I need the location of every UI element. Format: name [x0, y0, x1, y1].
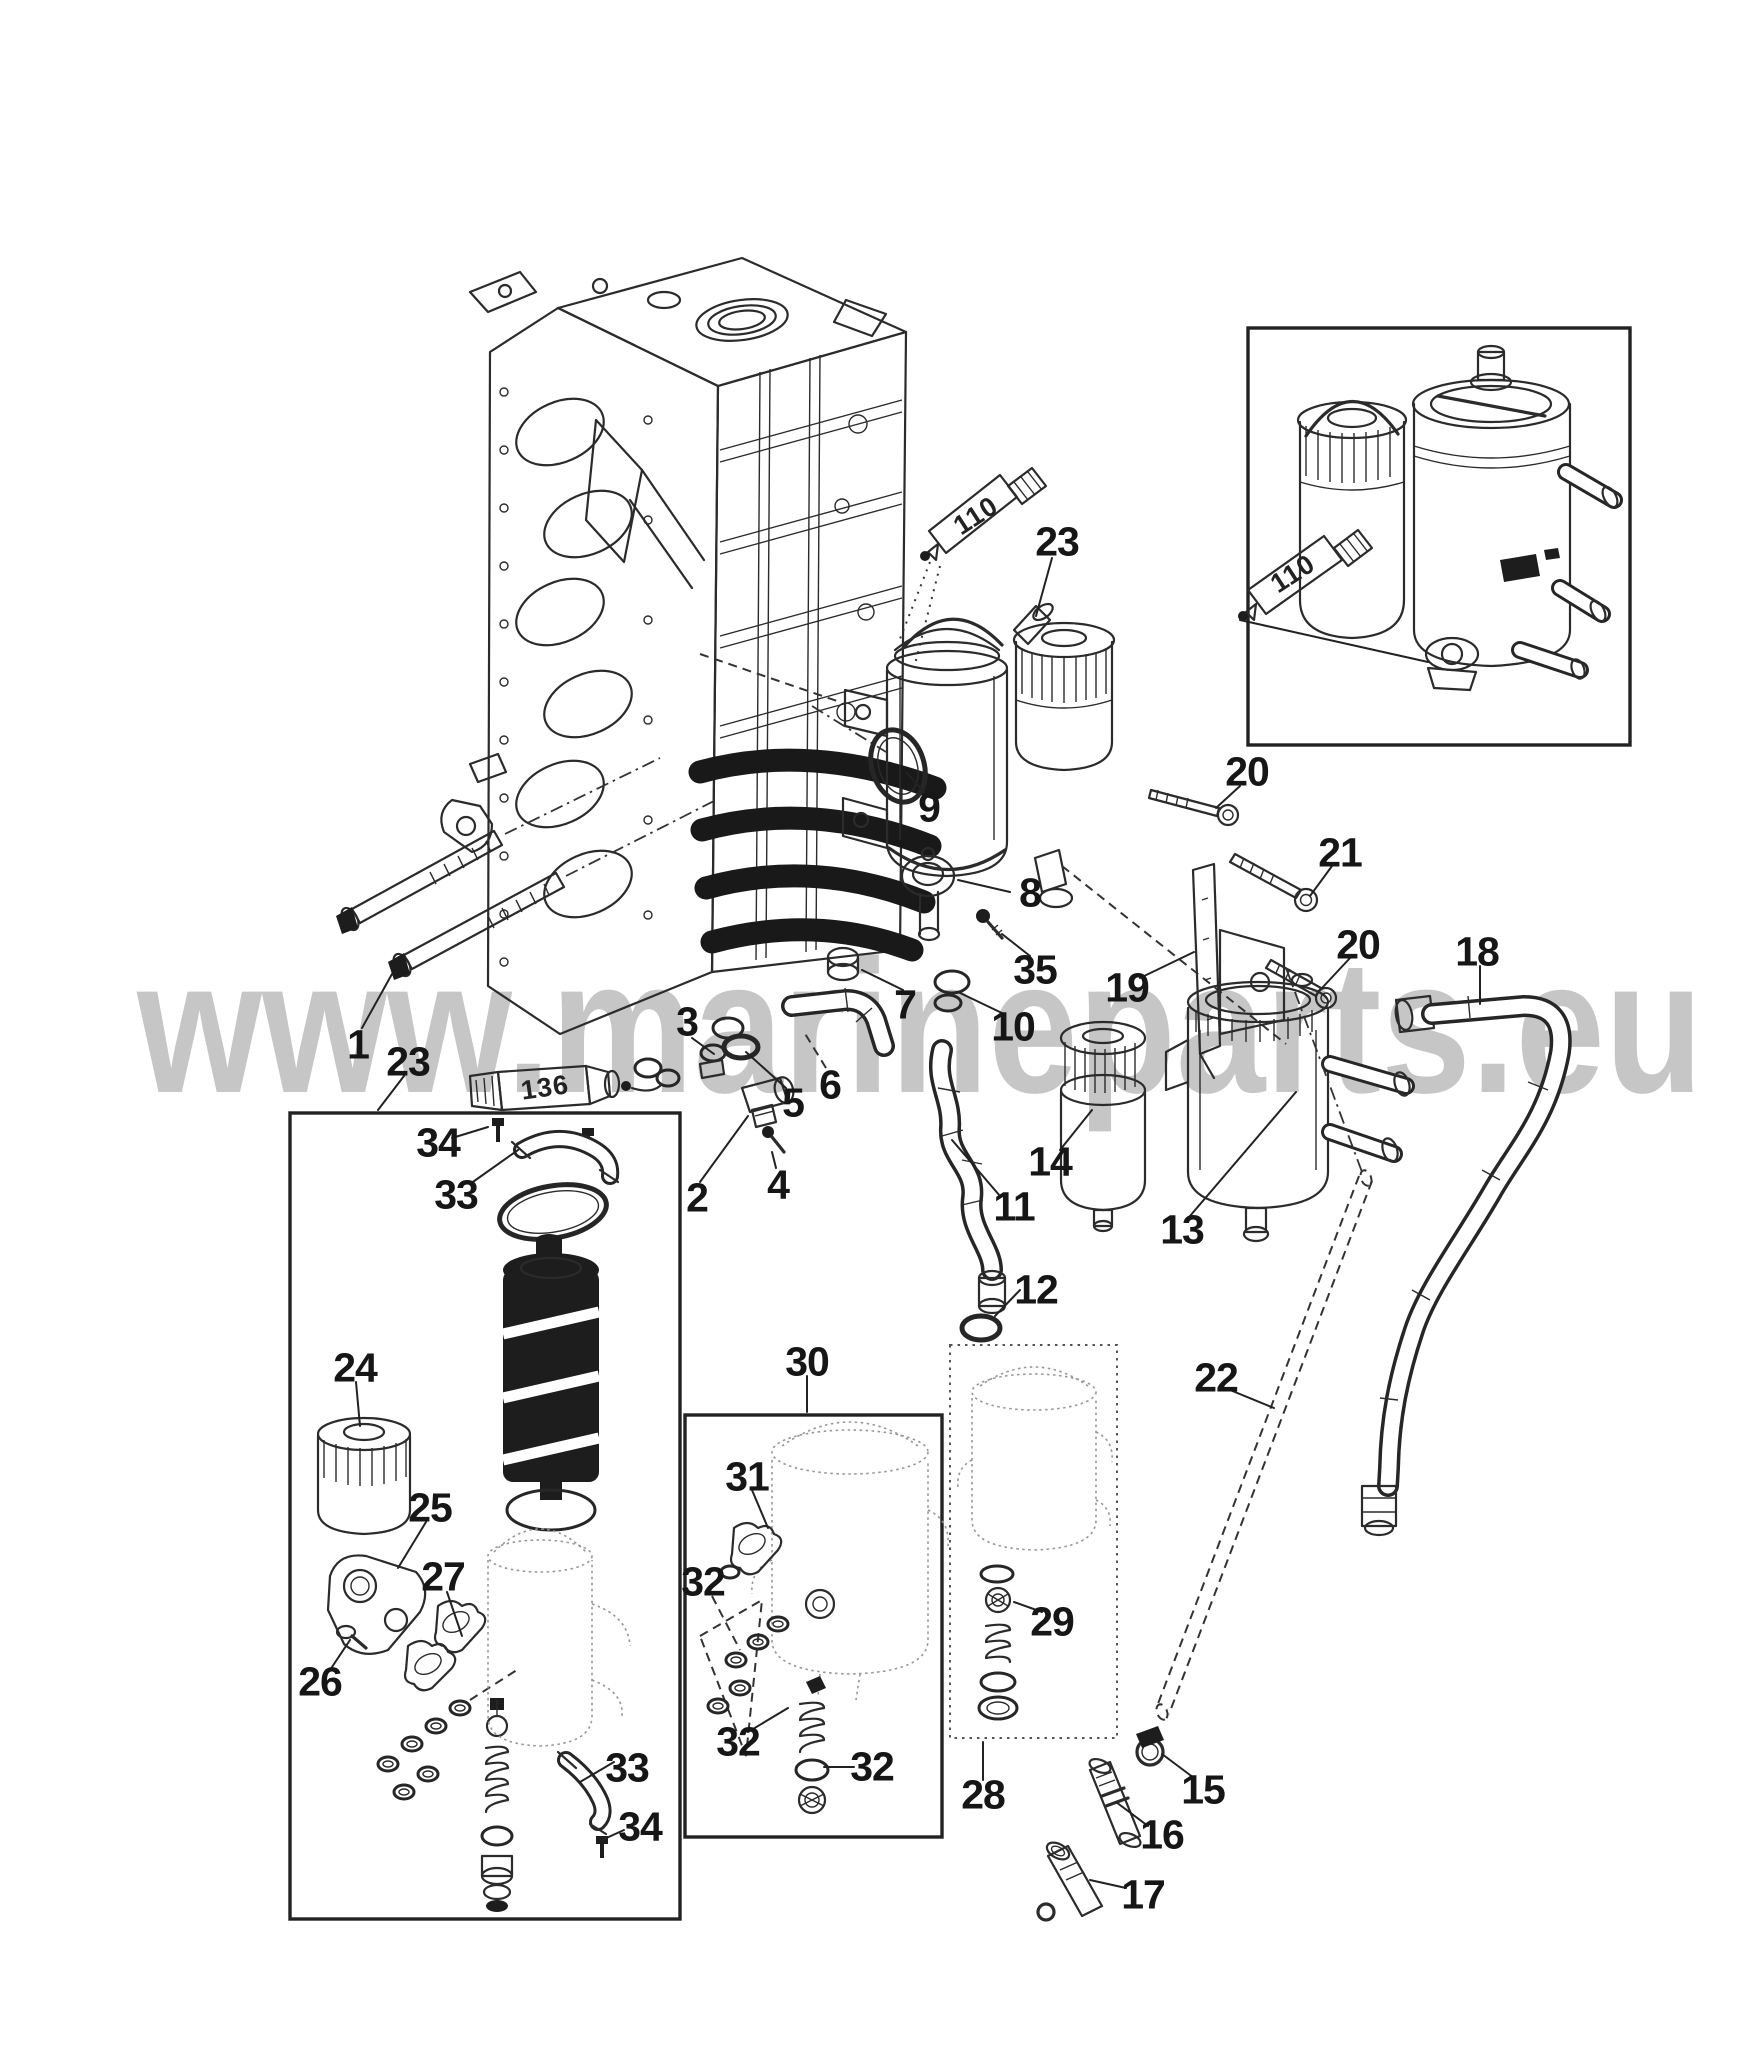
callout-25-26: 25: [408, 1484, 453, 1531]
fitting-12: [977, 1269, 1007, 1315]
valve-stack-center-box: [794, 1588, 836, 1815]
callout-32-34: 32: [716, 1718, 761, 1765]
separator-canister: [841, 602, 1074, 909]
fuel-hose-18: [1360, 994, 1572, 1537]
callout-11-10: 11: [993, 1183, 1035, 1230]
callout-12-11: 12: [1014, 1266, 1059, 1313]
callout-34-38: 34: [416, 1119, 461, 1166]
detail-box-30: [683, 1413, 949, 1839]
grommets-32: [698, 1598, 790, 1757]
callout-22-22: 22: [1194, 1354, 1239, 1401]
o-rings-10: [933, 969, 971, 1013]
ghost-canister-dashed-box: [956, 1366, 1113, 1551]
ghost-canister-left-box: [487, 1528, 631, 1747]
callout-35-40: 35: [1013, 946, 1058, 993]
callout-31-32: 31: [725, 1453, 770, 1500]
engine-block: [440, 256, 947, 1036]
callout-15-14: 15: [1181, 1766, 1226, 1813]
callout-4-3: 4: [767, 1161, 790, 1208]
callout-1-0: 1: [347, 1021, 370, 1068]
callout-3-2: 3: [676, 998, 699, 1045]
callout-13-12: 13: [1160, 1206, 1205, 1253]
callout-2-1: 2: [686, 1174, 709, 1221]
leader-lines: [329, 557, 1481, 1889]
callout-17-16: 17: [1121, 1871, 1166, 1918]
callout-20-19: 20: [1225, 748, 1270, 795]
fuel-filter-canister-13: [1164, 972, 1415, 1243]
o-ring-9: [868, 727, 928, 805]
callout-16-15: 16: [1140, 1811, 1185, 1858]
filter-element-dark: [501, 1234, 601, 1500]
o-ring-12: [959, 1313, 1003, 1343]
callout-23-24: 23: [386, 1038, 431, 1085]
callout-30-31: 30: [785, 1338, 830, 1385]
small-filter-canister: [1012, 621, 1116, 772]
callout-34-39: 34: [618, 1803, 663, 1850]
poppet-valve-8: [900, 846, 956, 942]
callout-33-37: 33: [605, 1744, 650, 1791]
callout-5-4: 5: [782, 1079, 805, 1126]
oil-filter-24: [316, 1416, 412, 1536]
bolt-26: [335, 1624, 368, 1650]
callout-23-23: 23: [1035, 518, 1080, 565]
filter-adapter-25: [326, 1554, 427, 1655]
bolt-20-top: [1147, 788, 1240, 827]
check-valve-29: [984, 1586, 1012, 1614]
screw-35: [976, 909, 1004, 940]
callout-19-18: 19: [1105, 964, 1150, 1011]
sealant-tube-136: [468, 1057, 681, 1112]
hose-clamp-15: [1135, 1726, 1165, 1767]
callout-7-6: 7: [894, 981, 917, 1028]
callout-20-20: 20: [1336, 921, 1381, 968]
fuel-tube-22: [1155, 967, 1373, 1721]
dashed-box-28: [949, 1344, 1118, 1739]
bolt-21: [1228, 852, 1319, 913]
bolt-20-right: [1264, 958, 1338, 1010]
callout-32-35: 32: [850, 1743, 895, 1790]
callout-26-27: 26: [298, 1658, 343, 1705]
fitting-2: [740, 1076, 795, 1129]
callout-14-13: 14: [1028, 1138, 1073, 1185]
grommets-cluster: [376, 1667, 521, 1801]
inset-box-assembled: [1238, 326, 1632, 747]
filter-element-14: [1059, 1020, 1147, 1233]
seals-3-5: [698, 1016, 761, 1080]
callout-32-33: 32: [681, 1558, 726, 1605]
tube-label-136-2: 136: [519, 1069, 571, 1106]
sealant-tube-110: [897, 466, 1048, 669]
callout-9-8: 9: [918, 784, 941, 831]
callout-10-9: 10: [991, 1003, 1036, 1050]
fuel-connector-16: [1088, 1757, 1142, 1849]
callout-24-25: 24: [333, 1344, 378, 1391]
callout-8-7: 8: [1019, 869, 1042, 916]
screw-4: [762, 1126, 786, 1154]
inset-sealant-tube-110: [1238, 528, 1429, 663]
hose-11: [928, 1039, 1003, 1281]
fuel-tube-17: [1036, 1841, 1104, 1922]
callout-28-29: 28: [961, 1771, 1006, 1818]
gasket-31: [719, 1521, 783, 1580]
elbow-hose-6: [781, 987, 895, 1057]
callout-18-17: 18: [1455, 928, 1500, 975]
bolts-1: [336, 757, 717, 980]
gaskets-27: [403, 1599, 487, 1692]
callout-21-21: 21: [1318, 829, 1363, 876]
cap-7: [826, 946, 860, 982]
ghost-canister-center-box: [751, 1421, 949, 1701]
detail-box-23: [288, 1111, 682, 1921]
callout-6-5: 6: [819, 1061, 842, 1108]
relief-valve-stack: [480, 1698, 514, 1912]
callout-29-30: 29: [1030, 1598, 1075, 1645]
callout-27-28: 27: [421, 1553, 466, 1600]
vapor-separator-assembly: [699, 602, 1287, 1045]
callout-33-36: 33: [434, 1171, 479, 1218]
